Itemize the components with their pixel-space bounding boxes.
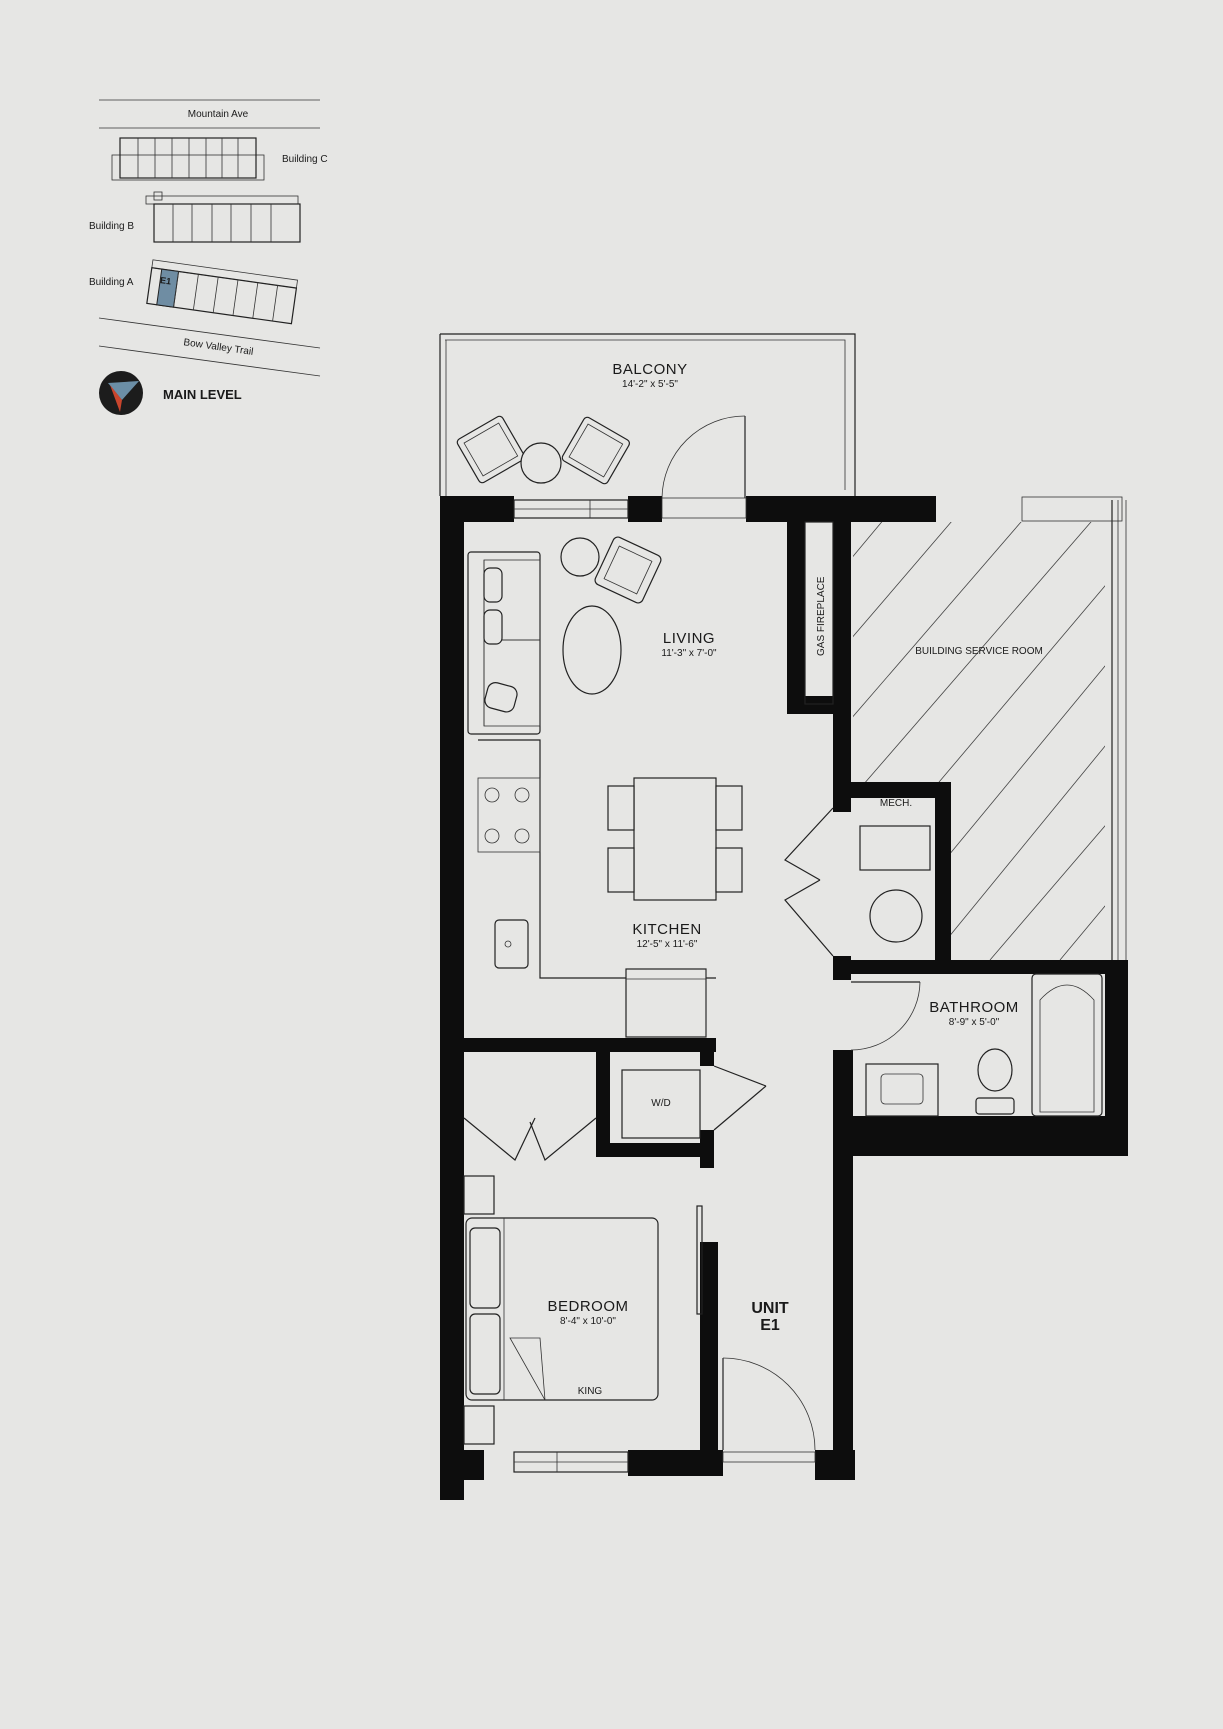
room-labels: BALCONY 14'-2" x 5'-5" LIVING 11'-3" x 7…	[547, 361, 1042, 1397]
living-name: LIVING	[663, 630, 715, 647]
service-room-name: BUILDING SERVICE ROOM	[915, 646, 1043, 657]
gas-fireplace: GAS FIREPLACE	[804, 521, 834, 705]
bathroom-name: BATHROOM	[929, 999, 1019, 1016]
walls	[440, 496, 1128, 1500]
building-c-label: Building C	[282, 154, 328, 165]
kitchen-counters	[477, 739, 716, 1038]
living-dims: 11'-3" x 7'-0"	[661, 648, 717, 659]
balcony-outline	[439, 333, 856, 496]
bedroom-name: BEDROOM	[547, 1298, 628, 1315]
building-b-label: Building B	[89, 221, 134, 232]
mech-name: MECH.	[880, 798, 912, 809]
unit-label-line1: UNIT	[751, 1300, 789, 1317]
unit-label-line2: E1	[760, 1317, 780, 1334]
fireplace-label: GAS FIREPLACE	[816, 576, 827, 656]
unit-e1-marker: E1	[160, 275, 172, 286]
bathroom-dims: 8'-9" x 5'-0"	[949, 1017, 1000, 1028]
windows	[513, 499, 629, 1473]
building-b-outline	[145, 191, 301, 243]
doors	[463, 415, 921, 1463]
balcony-chairs	[456, 415, 631, 485]
building-a-outline: E1	[146, 259, 298, 325]
kitchen-dims: 12'-5" x 11'-6"	[637, 939, 698, 950]
living-furniture	[467, 536, 662, 735]
bed-size-label: KING	[578, 1386, 603, 1397]
mech-equipment	[859, 825, 931, 943]
dining-set	[607, 777, 743, 901]
wd-label: W/D	[651, 1098, 670, 1109]
bedroom-dims: 8'-4" x 10'-0"	[560, 1316, 616, 1327]
level-label: MAIN LEVEL	[163, 387, 242, 402]
building-c-outline	[111, 137, 265, 181]
balcony-dims: 14'-2" x 5'-5"	[622, 379, 678, 390]
building-a-label: Building A	[89, 277, 134, 288]
key-plan: Mountain Ave Building C Building B	[89, 99, 328, 415]
washer-dryer	[621, 1069, 701, 1139]
kitchen-name: KITCHEN	[632, 921, 701, 938]
compass-icon	[99, 371, 143, 415]
bedroom-furniture	[463, 1175, 659, 1445]
bathroom-fixtures	[865, 973, 1103, 1117]
street-bow-valley-trail: Bow Valley Trail	[183, 337, 254, 358]
service-room-right-edge	[1021, 496, 1127, 962]
balcony-name: BALCONY	[612, 361, 687, 378]
street-mountain-ave: Mountain Ave	[188, 109, 249, 120]
